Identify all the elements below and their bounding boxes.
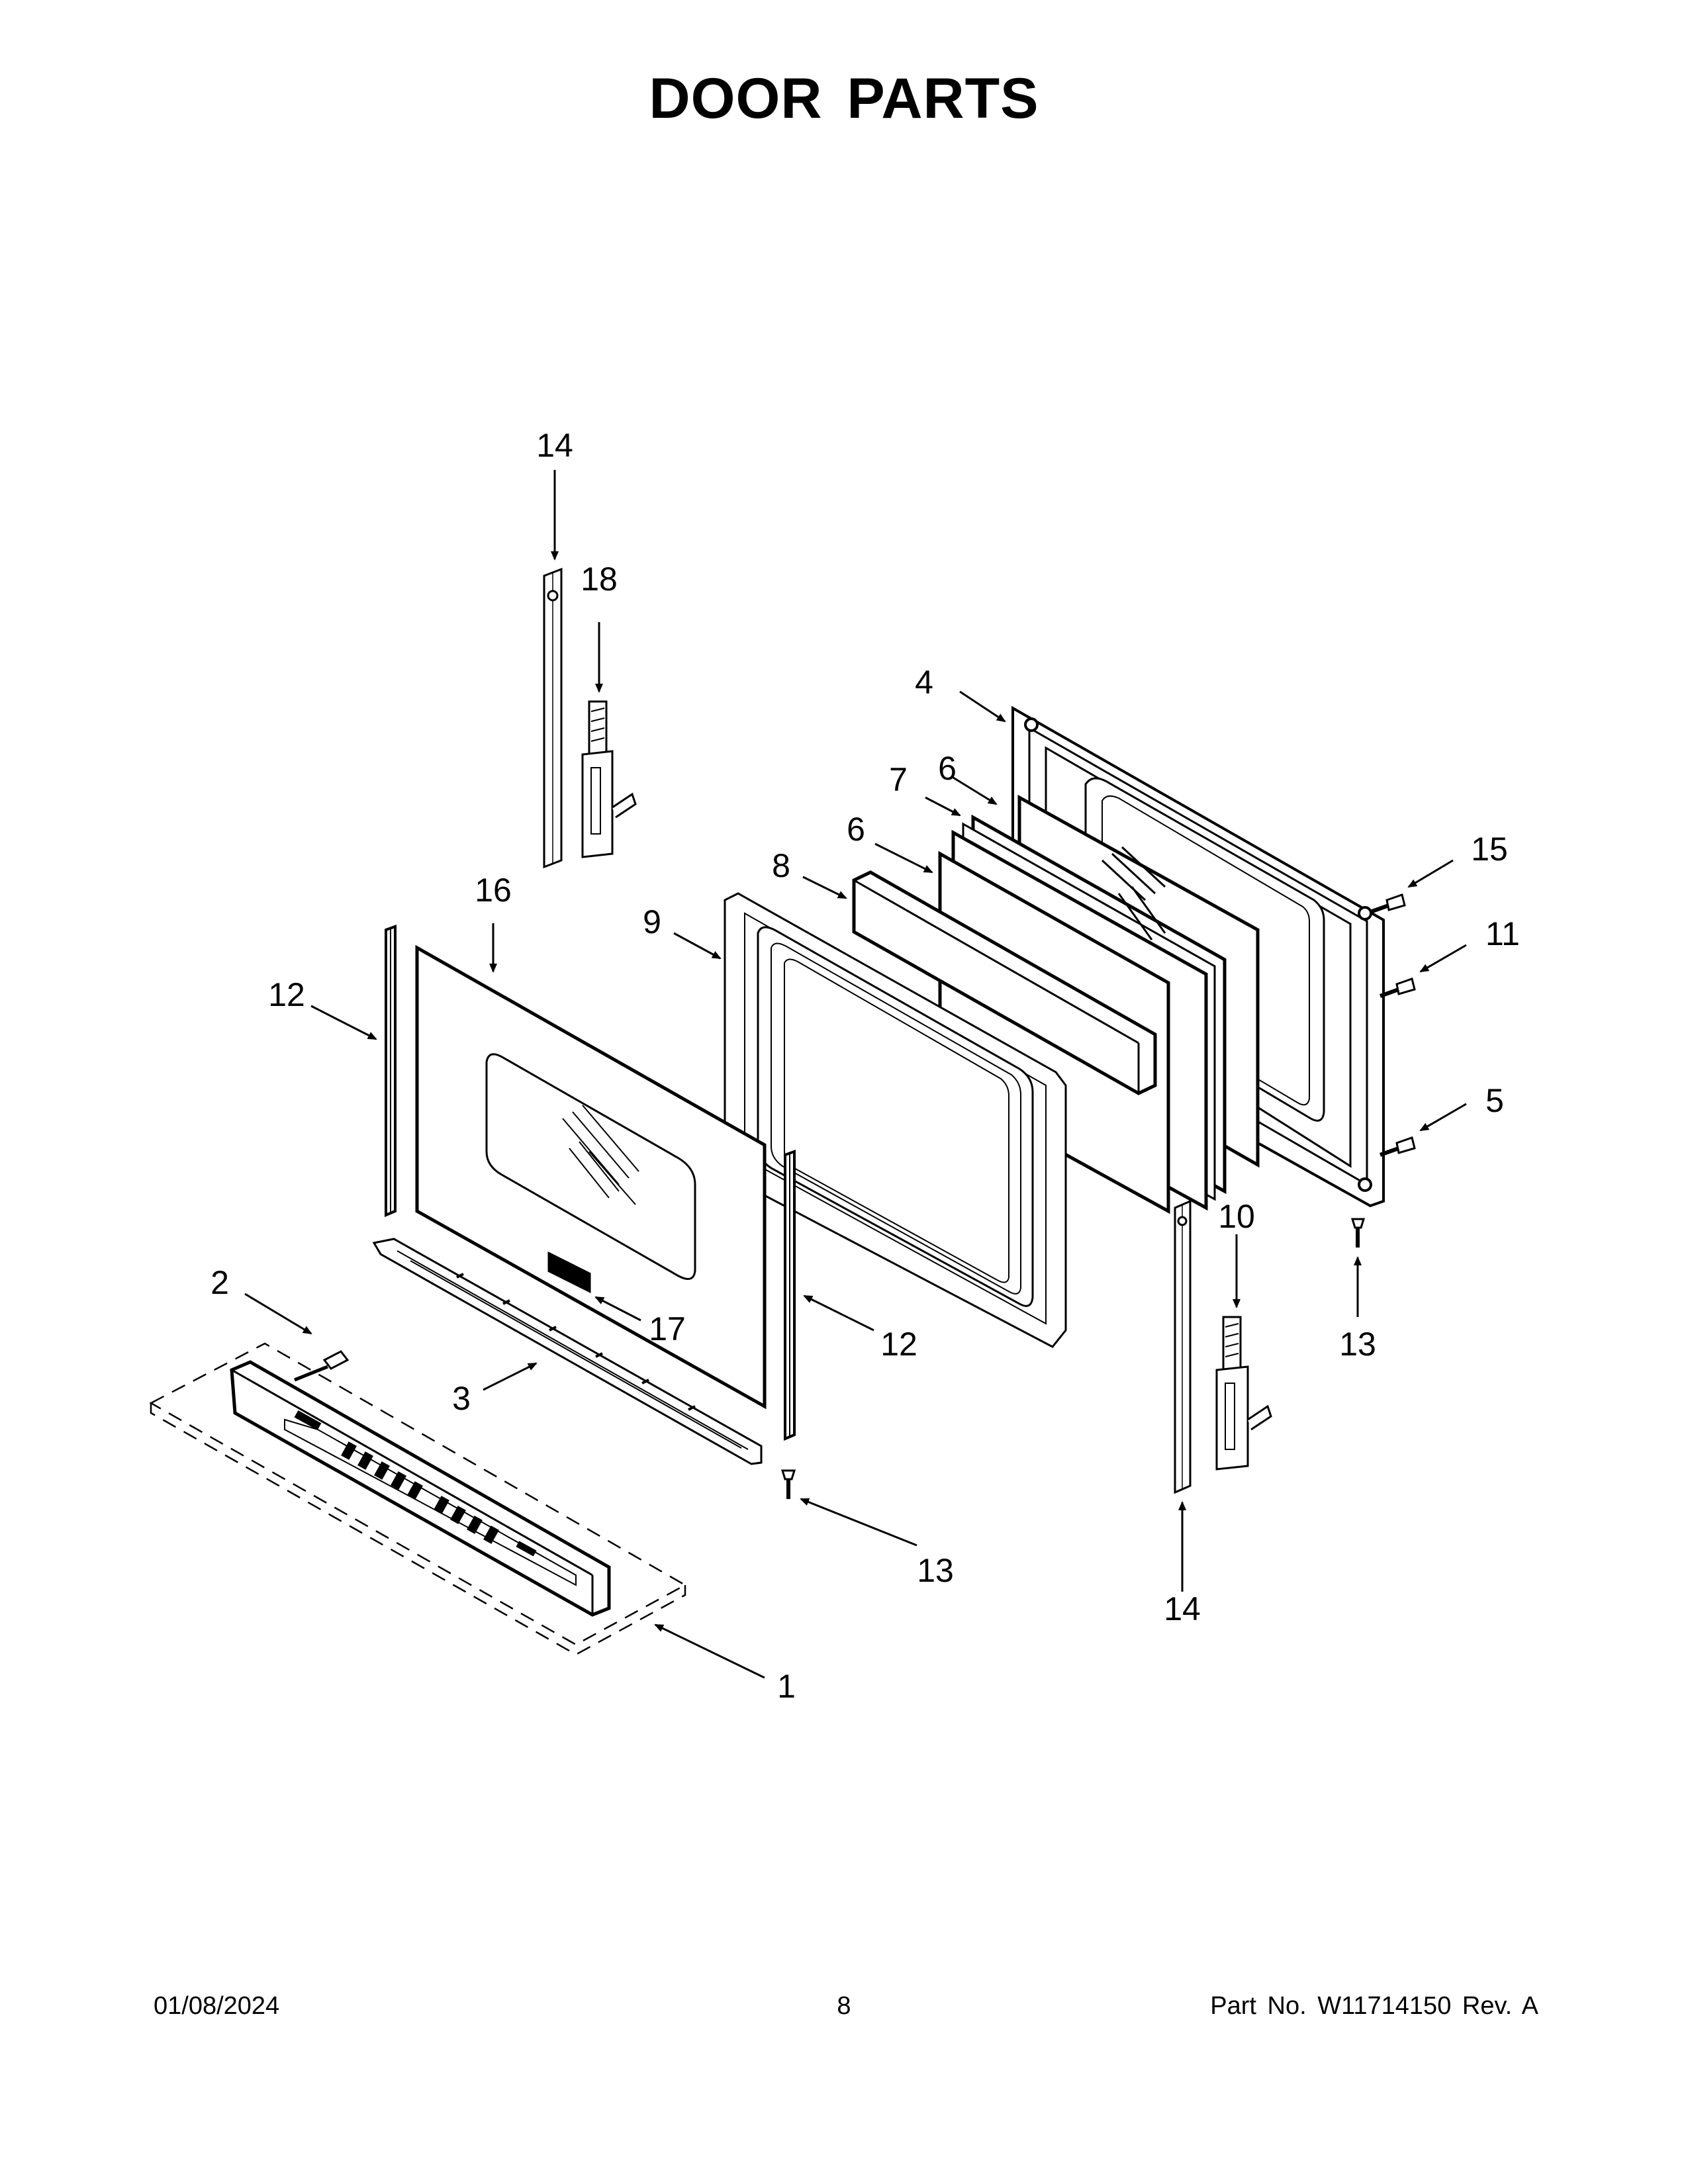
- screw-part-11: [1379, 978, 1416, 998]
- callout-7: 7: [889, 761, 908, 798]
- callout-5: 5: [1485, 1082, 1504, 1119]
- callout-labels: 1 2 3 4 5 6 6 7 8 9 10 11 12 12 13 13 14…: [211, 427, 1520, 1705]
- callout-18: 18: [581, 561, 618, 598]
- callout-11: 11: [1485, 915, 1520, 952]
- callout-10: 10: [1218, 1198, 1255, 1235]
- callout-8: 8: [772, 847, 790, 884]
- side-trim-right: [784, 1150, 796, 1441]
- callout-12-right: 12: [880, 1326, 917, 1363]
- hinge-lower: [1215, 1316, 1272, 1471]
- screw-part-15: [1369, 893, 1406, 914]
- callout-12-left: 12: [268, 976, 305, 1013]
- callout-2: 2: [211, 1264, 229, 1301]
- hinge-receiver-upper: [543, 567, 563, 869]
- callout-4: 4: [915, 664, 933, 701]
- screw-part-13-left: [780, 1469, 796, 1499]
- callout-15: 15: [1471, 831, 1508, 868]
- screw-part-2: [294, 1350, 350, 1382]
- callout-17: 17: [649, 1310, 686, 1347]
- callout-1: 1: [777, 1668, 796, 1705]
- leader-lines: [244, 470, 1467, 1679]
- footer-date: 01/08/2024: [154, 1992, 280, 2020]
- outer-door-glass: [415, 944, 767, 1410]
- callout-6-upper: 6: [938, 750, 957, 787]
- callout-13-right: 13: [1339, 1326, 1376, 1363]
- callout-13-left: 13: [917, 1552, 954, 1589]
- callout-14-upper: 14: [536, 427, 573, 464]
- vent-trim: [372, 1238, 763, 1465]
- footer-page-number: 8: [837, 1992, 851, 2020]
- handle-dashed-outline: [149, 1342, 687, 1656]
- callout-9: 9: [643, 903, 661, 940]
- footer-part-number: Part No. W11714150 Rev. A: [1210, 1992, 1538, 2020]
- callout-16: 16: [475, 872, 512, 909]
- page-title: DOOR PARTS: [649, 67, 1039, 130]
- callout-3: 3: [452, 1380, 471, 1417]
- door-handle: [230, 1360, 611, 1617]
- hinge-receiver-lower: [1174, 1199, 1192, 1494]
- side-trim-left: [385, 925, 397, 1218]
- door-liner: [724, 892, 1067, 1348]
- callout-6-lower: 6: [847, 811, 865, 848]
- screw-part-5: [1379, 1136, 1416, 1157]
- screw-part-13-right: [1350, 1218, 1366, 1248]
- hinge-upper: [581, 700, 637, 858]
- callout-14-lower: 14: [1164, 1590, 1201, 1627]
- insulation: [852, 870, 1157, 1095]
